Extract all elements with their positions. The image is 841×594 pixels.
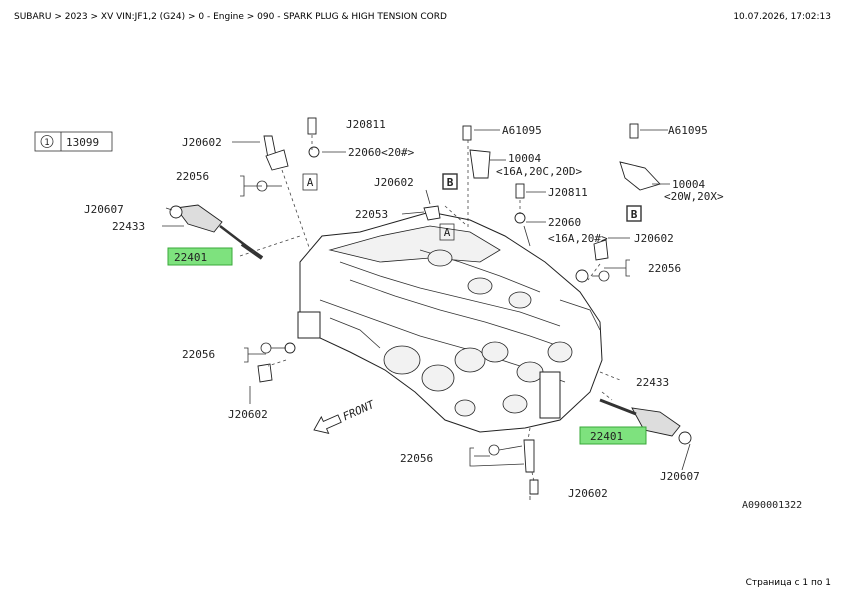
callout-j20602-mid[interactable]: J20602 <box>374 176 414 189</box>
callout-j20607-right[interactable]: J20607 <box>660 470 700 483</box>
ref-box-a-mid: A <box>439 223 455 241</box>
callout-a61095-left[interactable]: A61095 <box>502 124 542 137</box>
callout-22060-mid-variant: <16A,20#> <box>548 232 608 245</box>
callout-j20607-left[interactable]: J20607 <box>84 203 124 216</box>
callout-j20602-top[interactable]: J20602 <box>182 136 222 149</box>
callout-22053[interactable]: 22053 <box>355 208 388 221</box>
breadcrumb: SUBARU > 2023 > XV VIN:JF1,2 (G24) > 0 -… <box>14 12 447 22</box>
callout-22056-right[interactable]: 22056 <box>648 262 681 275</box>
callout-10004-right-variant: <20W,20X> <box>664 190 724 203</box>
callout-22401-left[interactable]: 22401 <box>174 251 207 264</box>
callout-a61095-right[interactable]: A61095 <box>668 124 708 137</box>
callout-22056-bottom[interactable]: 22056 <box>400 452 433 465</box>
callout-22401-right-highlight <box>579 426 647 445</box>
leader-lines <box>162 129 691 500</box>
callout-j20811-top[interactable]: J20811 <box>346 118 386 131</box>
callout-22056-mid-left[interactable]: 22056 <box>182 348 215 361</box>
legend-number: 1 <box>44 138 49 148</box>
callout-22433-right[interactable]: 22433 <box>636 376 669 389</box>
callout-22401-right[interactable]: 22401 <box>590 430 623 443</box>
callout-10004-left[interactable]: 10004 <box>508 152 541 165</box>
timestamp: 10.07.2026, 17:02:13 <box>733 12 831 22</box>
svg-text:A: A <box>307 176 314 189</box>
callout-22433-left[interactable]: 22433 <box>112 220 145 233</box>
illustration-code: A090001322 <box>742 500 802 511</box>
cylinder-head-illustration <box>297 211 603 433</box>
page-counter: Страница с 1 по 1 <box>745 578 831 588</box>
legend-code: 13099 <box>66 136 99 149</box>
ref-box-b-left: B <box>442 173 458 190</box>
svg-text:B: B <box>631 208 638 221</box>
callout-j20602-right[interactable]: J20602 <box>634 232 674 245</box>
svg-text:B: B <box>447 176 454 189</box>
svg-text:A: A <box>444 226 451 239</box>
legend-box: 1 13099 <box>34 131 113 152</box>
front-label: FRONT <box>341 397 378 423</box>
callout-10004-left-variant: <16A,20C,20D> <box>496 165 582 178</box>
callout-10004-right[interactable]: 10004 <box>672 178 705 191</box>
callout-22060-mid[interactable]: 22060 <box>548 216 581 229</box>
callout-j20602-left-bottom[interactable]: J20602 <box>228 408 268 421</box>
ref-box-b-right: B <box>626 205 642 222</box>
ref-box-a-top: A <box>302 173 318 191</box>
left-ignition-coil <box>169 204 264 260</box>
callout-j20811-mid[interactable]: J20811 <box>548 186 588 199</box>
front-arrow-icon: FRONT <box>313 397 378 434</box>
callout-22056-top-left[interactable]: 22056 <box>176 170 209 183</box>
callout-22401-left-highlight <box>167 247 233 266</box>
callout-22060-top[interactable]: 22060<20#> <box>348 146 415 159</box>
callout-j20602-bottom[interactable]: J20602 <box>568 487 608 500</box>
small-parts <box>257 117 661 495</box>
